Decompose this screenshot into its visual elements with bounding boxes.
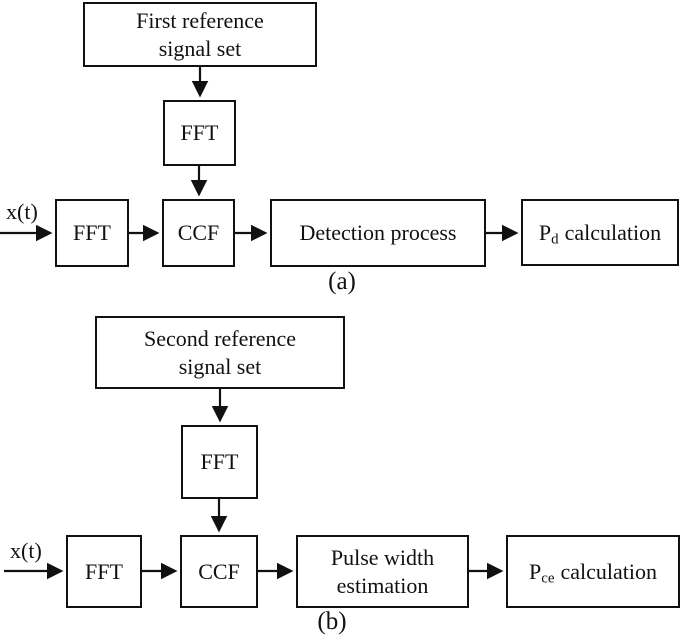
box-first-reference-signal-set: First reference signal set bbox=[83, 2, 317, 67]
subfigure-caption-a: (a) bbox=[328, 268, 356, 295]
box-label-line: Pulse width bbox=[330, 545, 435, 570]
box-label-line: signal set bbox=[178, 353, 262, 379]
box-fft-b: FFT bbox=[66, 535, 142, 608]
box-label: CCF bbox=[198, 558, 240, 584]
box-label: FFT bbox=[200, 449, 239, 475]
box-ccf-b: CCF bbox=[180, 535, 258, 608]
subfigure-caption-b: (b) bbox=[317, 608, 347, 635]
box-second-reference-signal-set: Second reference signal set bbox=[95, 316, 345, 389]
box-label-line: First reference bbox=[136, 8, 264, 33]
box-fft-reference-a: FFT bbox=[163, 100, 236, 166]
input-signal-label-b: x(t) bbox=[10, 538, 42, 563]
box-pulse-width-estimation: Pulse width estimation bbox=[296, 535, 469, 608]
box-detection-process: Detection process bbox=[270, 199, 486, 267]
subscript: d bbox=[551, 231, 559, 248]
box-label: Detection process bbox=[299, 220, 457, 246]
box-label-line: Second reference bbox=[143, 326, 297, 351]
box-fft-a: FFT bbox=[55, 199, 129, 267]
subscript: ce bbox=[541, 570, 555, 587]
box-label: FFT bbox=[73, 220, 111, 246]
box-label: FFT bbox=[85, 558, 123, 584]
box-label: FFT bbox=[180, 120, 219, 146]
input-signal-label-a: x(t) bbox=[6, 199, 38, 224]
box-label-line: signal set bbox=[158, 35, 242, 61]
box-fft-reference-b: FFT bbox=[181, 425, 258, 499]
box-ccf-a: CCF bbox=[162, 199, 235, 267]
box-label-line: estimation bbox=[336, 572, 429, 598]
box-label: CCF bbox=[177, 220, 220, 246]
